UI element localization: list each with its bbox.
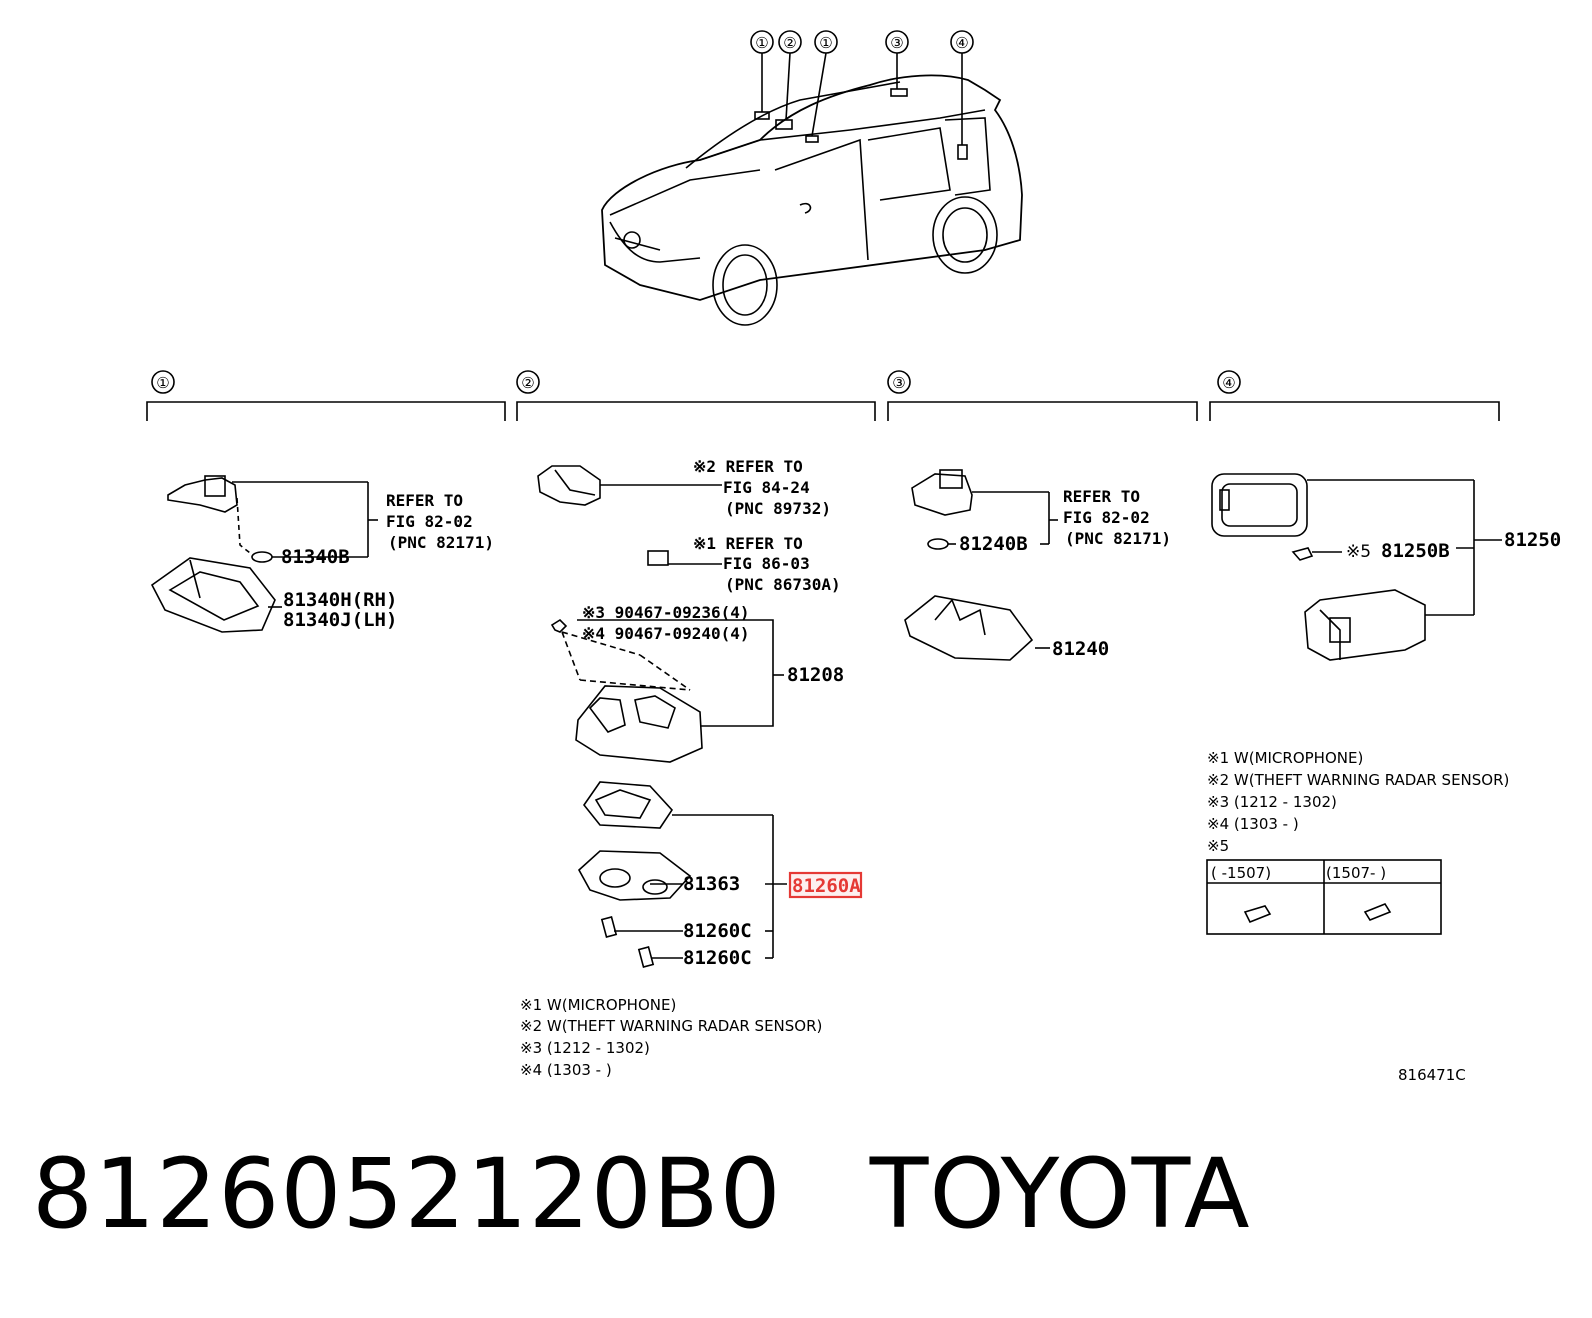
refer-line: FIG 82-02 — [386, 512, 473, 531]
part-number-label[interactable]: 81208 — [787, 664, 844, 686]
section-marker: ① — [156, 374, 169, 392]
section-marker: ④ — [1222, 374, 1235, 392]
section-1-drawing — [150, 475, 378, 633]
refer-line: REFER TO — [386, 491, 463, 510]
refer-line: (PNC 86730A) — [725, 575, 841, 594]
footnote: ※2 W(THEFT WARNING RADAR SENSOR) — [520, 1017, 822, 1035]
part-number-label[interactable]: 81340B — [281, 546, 350, 568]
footnote: ※1 W(MICROPHONE) — [1207, 749, 1363, 767]
note-marker: ※5 — [1346, 542, 1371, 562]
footnote: ※3 (1212 - 1302) — [520, 1039, 650, 1057]
part-number-label[interactable]: 81240B — [959, 533, 1028, 555]
diagram-code: 816471C — [1398, 1066, 1466, 1084]
section-3-drawing — [904, 469, 1058, 661]
car-callout: ① — [819, 34, 832, 52]
car-callout: ② — [783, 34, 796, 52]
refer-line: ※2 REFER TO — [693, 457, 803, 476]
part-number-label[interactable]: 81240 — [1052, 638, 1109, 660]
part-number-label-highlighted[interactable]: 81260A — [792, 875, 861, 897]
refer-line: FIG 84-24 — [723, 478, 810, 497]
refer-line: ※1 REFER TO — [693, 534, 803, 553]
part-number-label[interactable]: 81260C — [683, 920, 752, 942]
part-number-label[interactable]: 81250 — [1504, 529, 1561, 551]
table-header: (1507- ) — [1326, 864, 1386, 882]
section-2-drawing — [537, 465, 787, 968]
vehicle-illustration — [601, 52, 1023, 326]
footnote: ※4 (1303 - ) — [1207, 815, 1299, 833]
section-4-drawing — [1211, 473, 1502, 661]
highlight-box — [788, 871, 863, 899]
footnote: ※5 — [1207, 837, 1229, 855]
part-number-label[interactable]: 81250B — [1381, 540, 1450, 562]
bolt-label: ※4 90467-09240(4) — [582, 624, 750, 643]
footnote: ※4 (1303 - ) — [520, 1061, 612, 1079]
note-table — [1206, 859, 1442, 935]
refer-line: REFER TO — [1063, 487, 1140, 506]
footnote: ※2 W(THEFT WARNING RADAR SENSOR) — [1207, 771, 1509, 789]
part-number-label[interactable]: 81340J(LH) — [283, 609, 397, 631]
footnote: ※1 W(MICROPHONE) — [520, 996, 676, 1014]
refer-line: (PNC 89732) — [725, 499, 831, 518]
bolt-label: ※3 90467-09236(4) — [582, 603, 750, 622]
footnote: ※3 (1212 - 1302) — [1207, 793, 1337, 811]
car-callout: ③ — [890, 34, 903, 52]
section-marker: ③ — [892, 374, 905, 392]
part-number: 8126052120B0 — [32, 1138, 782, 1250]
part-number-label[interactable]: 81363 — [683, 873, 740, 895]
table-header: ( -1507) — [1211, 864, 1271, 882]
section-marker: ② — [521, 374, 534, 392]
part-number-label[interactable]: 81340H(RH) — [283, 589, 397, 611]
refer-line: (PNC 82171) — [388, 533, 494, 552]
car-callout: ④ — [955, 34, 968, 52]
car-callout: ① — [755, 34, 768, 52]
part-caption: 8126052120B0 TOYOTA — [32, 1138, 1250, 1250]
part-number-label[interactable]: 81260C — [683, 947, 752, 969]
refer-line: FIG 86-03 — [723, 554, 810, 573]
brand-name: TOYOTA — [869, 1138, 1251, 1250]
refer-line: FIG 82-02 — [1063, 508, 1150, 527]
refer-line: (PNC 82171) — [1065, 529, 1171, 548]
